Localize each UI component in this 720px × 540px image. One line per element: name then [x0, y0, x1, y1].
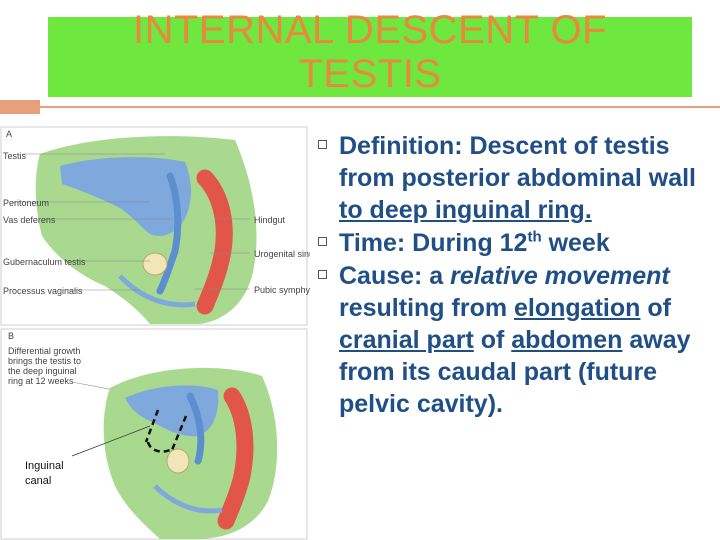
inguinal-label-line2: canal [25, 475, 52, 487]
cause-u2: cranial part [339, 326, 474, 354]
cause-p3: of [640, 294, 671, 322]
cause-italic: relative movement [450, 262, 670, 290]
inguinal-label-line1: Inguinal [25, 460, 64, 472]
panel-a-peritoneum-blue [60, 157, 192, 236]
caption-b-line2: brings the testis to [8, 356, 81, 366]
panel-b-testis [166, 448, 190, 474]
definition-underlined: to deep inguinal ring. [339, 196, 592, 224]
panel-b-label: B [8, 331, 14, 341]
inguinal-canal-outline [144, 409, 188, 453]
label-testis: Testis [3, 151, 27, 161]
anatomy-figure: A Testis Peritoneum Vas deferens Guberna… [0, 126, 310, 540]
panel-b-hindgut-red [217, 387, 254, 530]
label-hindgut: Hindgut [254, 215, 286, 225]
panel-a-hindgut-red [196, 169, 233, 315]
bullet-box-icon [318, 237, 327, 246]
panel-b-vas-blue [186, 392, 205, 465]
inguinal-canal-label: Inguinal canal [25, 459, 64, 489]
panel-b-symphysis [153, 484, 223, 514]
cause-p5: away from its caudal part (future pelvic… [339, 326, 691, 418]
accent-line [40, 106, 720, 108]
title-line-1: INTERNAL DESCENT OF [132, 8, 607, 52]
title-line-2: TESTIS [298, 52, 442, 96]
bullet-box-icon [318, 140, 327, 149]
caption-b-line3: the deep inguinal [8, 366, 77, 376]
definition-text: Definition: Descent of testis from poste… [339, 132, 696, 192]
label-gubernaculum: Gubernaculum testis [3, 257, 86, 267]
caption-b-line4: ring at 12 weeks [8, 376, 74, 386]
label-processus: Processus vaginalis [3, 286, 83, 296]
caption-b-line1: Differential growth [8, 346, 80, 356]
bullet-list: Definition: Descent of testis from poste… [316, 130, 716, 421]
label-pubic-symphysis: Pubic symphysis [254, 285, 310, 295]
accent-bar [0, 100, 40, 114]
title-band [48, 17, 692, 97]
slide-title: INTERNAL DESCENT OF TESTIS [48, 8, 692, 96]
panel-a-vas-blue [156, 172, 182, 295]
cause-u3: abdomen [511, 326, 623, 354]
cause-u1: elongation [514, 294, 641, 322]
time-prefix: Time: During 12 [339, 229, 528, 257]
cause-p2: resulting from [339, 294, 515, 322]
label-peritoneum: Peritoneum [3, 198, 49, 208]
time-suffix: week [541, 229, 610, 257]
cause-p1: Cause: a [339, 262, 451, 290]
label-urogenital-sinus: Urogenital sinus [254, 249, 310, 259]
panel-a-symphysis [118, 274, 196, 308]
panel-a-testis [142, 252, 168, 276]
cause-p4: of [473, 326, 512, 354]
panel-a-label: A [6, 129, 12, 139]
time-sup: th [527, 228, 542, 246]
bullet-box-icon [318, 270, 327, 279]
label-vas-deferens: Vas deferens [3, 215, 56, 225]
bullet-time: Time: During 12th week [316, 227, 716, 259]
panel-b-peritoneum-blue [125, 385, 219, 437]
bullet-definition: Definition: Descent of testis from poste… [316, 130, 716, 226]
bullet-cause: Cause: a relative movement resulting fro… [316, 260, 716, 420]
